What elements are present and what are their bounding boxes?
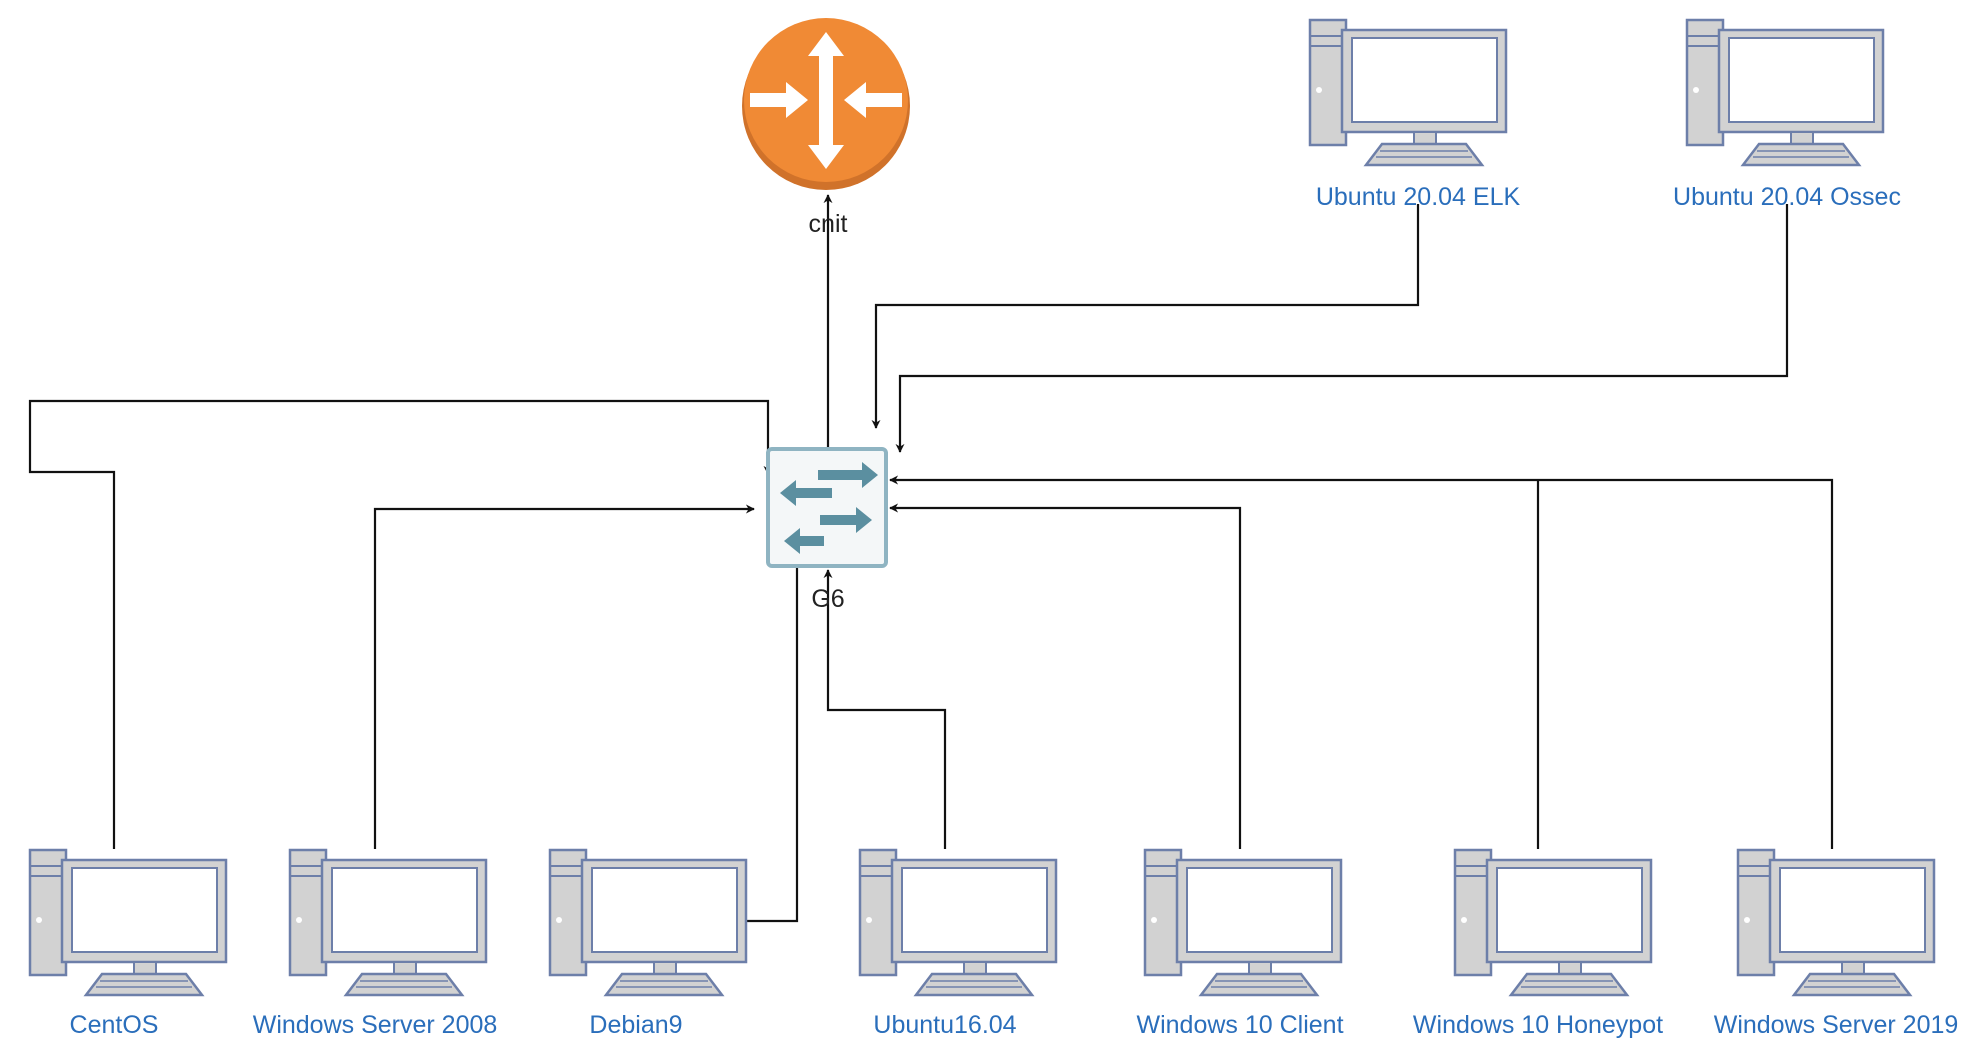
computer-icon xyxy=(288,848,488,997)
computer-icon xyxy=(858,848,1058,997)
switch-label: G6 xyxy=(811,585,844,613)
edge-elk-to-g6 xyxy=(871,204,1420,429)
host-debian9[interactable]: Debian9 xyxy=(548,848,748,1039)
computer-icon xyxy=(1143,848,1343,997)
computer-icon xyxy=(28,848,228,997)
host-label: Windows Server 2019 xyxy=(1714,1011,1959,1039)
host-label: CentOS xyxy=(70,1011,159,1039)
host-label: Windows Server 2008 xyxy=(253,1011,498,1039)
router-node[interactable]: cnit xyxy=(742,18,910,238)
host-ubuntu-elk[interactable]: Ubuntu 20.04 ELK xyxy=(1308,18,1521,211)
computer-icon xyxy=(1736,848,1936,997)
host-win10-honeypot[interactable]: Windows 10 Honeypot xyxy=(1413,848,1663,1039)
host-ubuntu-ossec[interactable]: Ubuntu 20.04 Ossec xyxy=(1673,18,1901,211)
host-win10-client[interactable]: Windows 10 Client xyxy=(1136,848,1344,1039)
edge-win2019-to-g6 xyxy=(889,475,1834,849)
host-centos[interactable]: CentOS xyxy=(28,848,228,1039)
edge-group xyxy=(28,194,1834,923)
router-icon xyxy=(742,18,910,190)
edge-win2008-to-g6 xyxy=(373,504,755,849)
host-win2008[interactable]: Windows Server 2008 xyxy=(253,848,498,1039)
host-ubuntu1604[interactable]: Ubuntu16.04 xyxy=(858,848,1058,1039)
switch-icon xyxy=(766,447,888,568)
computer-icon xyxy=(1685,18,1885,167)
host-win2019[interactable]: Windows Server 2019 xyxy=(1714,848,1959,1039)
host-label: Windows 10 Client xyxy=(1136,1011,1343,1039)
edge-win10client-to-g6 xyxy=(889,503,1242,849)
router-label: cnit xyxy=(809,210,848,238)
host-label: Debian9 xyxy=(589,1011,682,1039)
switch-node[interactable]: G6 xyxy=(766,447,888,613)
edge-ubuntu1604-to-g6 xyxy=(823,569,947,849)
host-label: Ubuntu16.04 xyxy=(873,1011,1016,1039)
edge-centos-to-g6 xyxy=(28,399,773,849)
computer-icon xyxy=(1308,18,1508,167)
host-label: Windows 10 Honeypot xyxy=(1413,1011,1663,1039)
computer-icon xyxy=(548,848,748,997)
host-label: Ubuntu 20.04 Ossec xyxy=(1673,183,1901,211)
edge-ossec-to-g6 xyxy=(895,204,1789,453)
host-label: Ubuntu 20.04 ELK xyxy=(1316,183,1521,211)
computer-icon xyxy=(1453,848,1653,997)
